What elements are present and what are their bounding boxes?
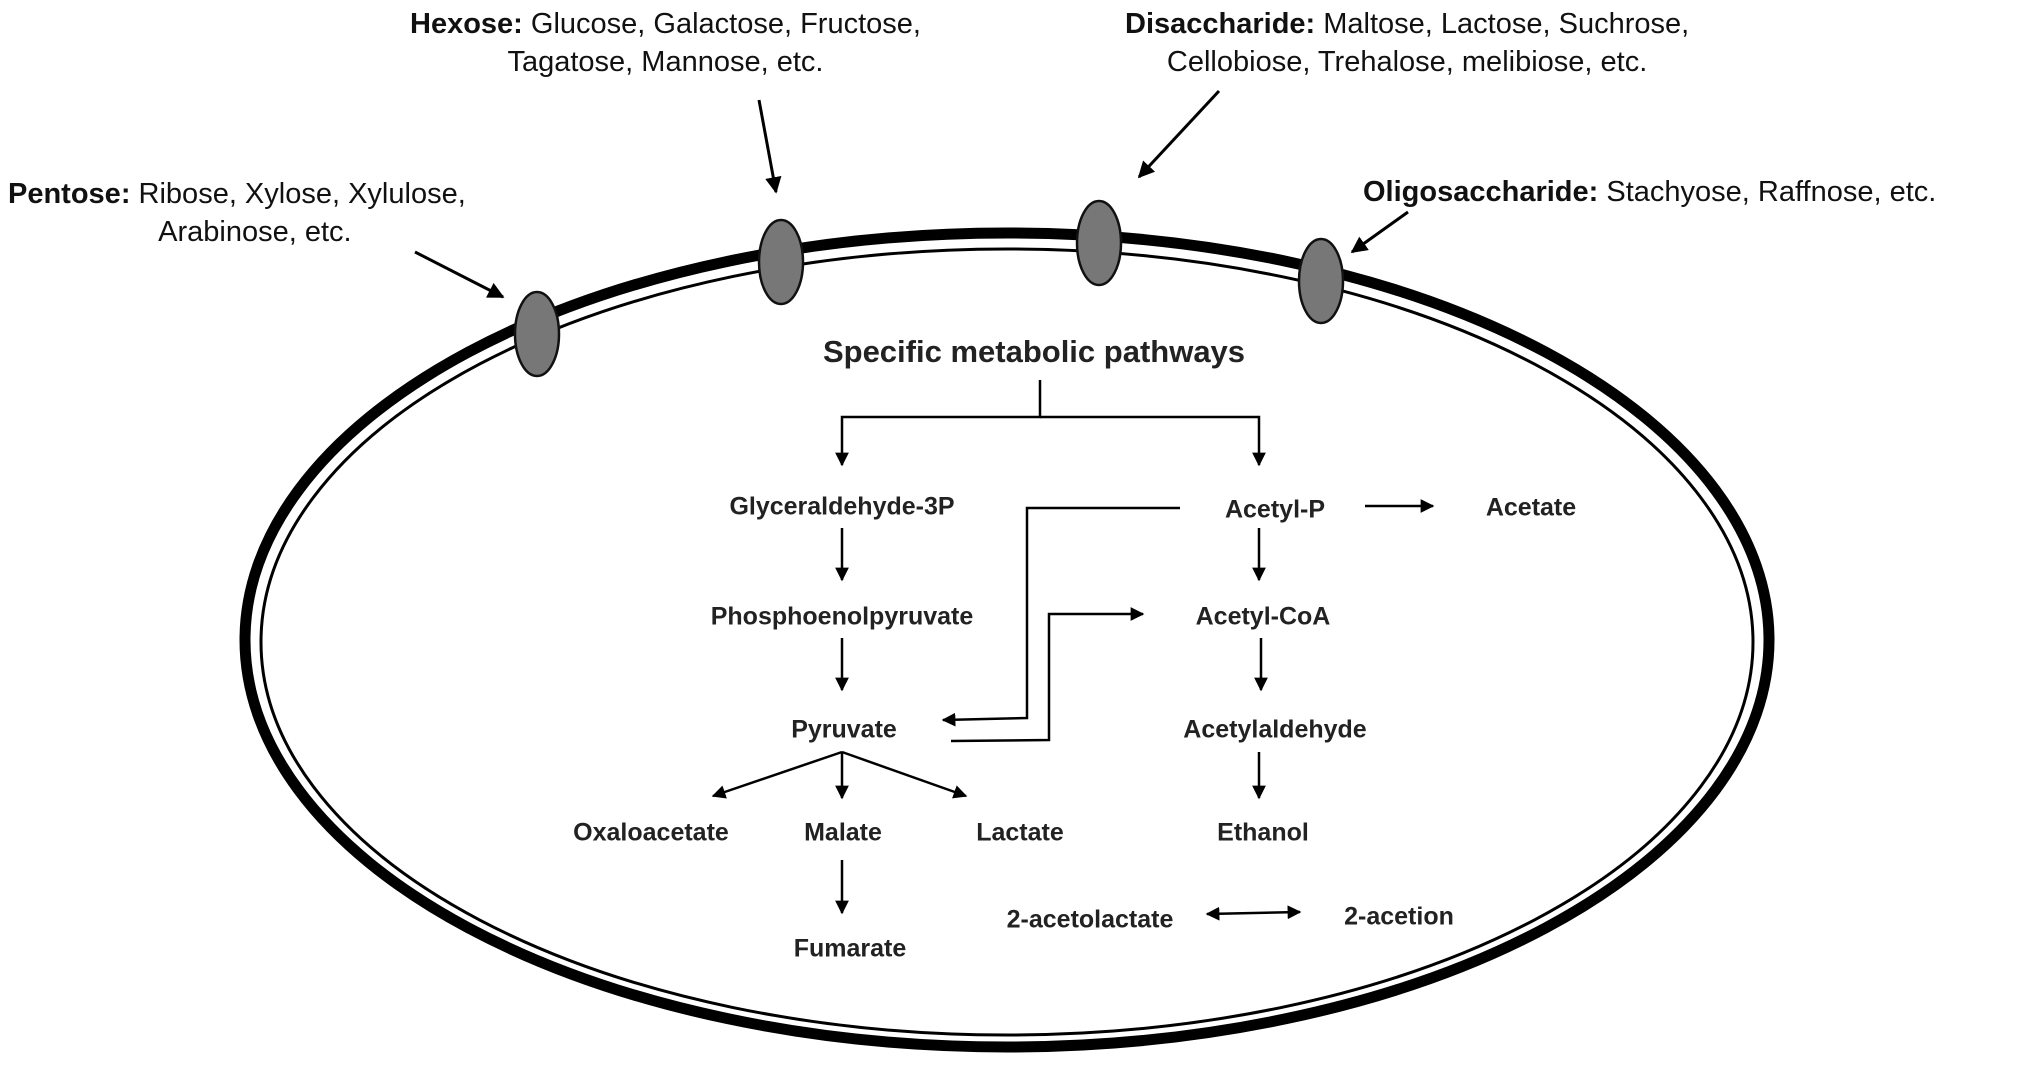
- membrane-inner: [259, 247, 1755, 1037]
- label-oligosaccharide: Oligosaccharide: Stachyose, Raffnose, et…: [1363, 173, 1936, 211]
- node-pyruvate: Pyruvate: [791, 715, 897, 744]
- pentose-line2: Arabinose, etc.: [158, 216, 352, 248]
- membrane-outer: [239, 227, 1775, 1053]
- arrow-oligosaccharide-uptake: [1350, 210, 1409, 254]
- node-acetyl-p: Acetyl-P: [1224, 495, 1326, 524]
- transporter-oligosaccharide: [1297, 237, 1345, 325]
- node-2-acetolactate: 2-acetolactate: [1006, 905, 1174, 934]
- transporter-hexose: [757, 218, 805, 306]
- label-disaccharide: Disaccharide: Maltose, Lactose, Suchrose…: [1125, 5, 1689, 81]
- arrow-pyruvate-lactate: [841, 750, 968, 799]
- disaccharide-name: Disaccharide:: [1125, 8, 1316, 40]
- node-acetylaldehyde: Acetylaldehyde: [1183, 715, 1367, 744]
- label-hexose: Hexose: Glucose, Galactose, Fructose, Ta…: [410, 5, 921, 81]
- disaccharide-line1: Maltose, Lactose, Suchrose,: [1323, 8, 1690, 40]
- arrow-pyruvate-acetylcoa: [950, 607, 1145, 743]
- arrow-pyruvate-oxaloacetate: [711, 750, 843, 799]
- node-fumarate: Fumarate: [793, 934, 907, 963]
- node-2-acetion: 2-acetion: [1344, 902, 1454, 931]
- hexose-line2: Tagatose, Mannose, etc.: [507, 46, 824, 78]
- label-pentose: Pentose: Ribose, Xylose, Xylulose, Arabi…: [8, 175, 466, 251]
- arrow-hexose-uptake: [757, 99, 782, 194]
- hexose-line1: Glucose, Galactose, Fructose,: [530, 8, 921, 40]
- node-phosphoenolpyruvate: Phosphoenolpyruvate: [710, 602, 974, 631]
- arrow-split-left: [835, 380, 1042, 467]
- disaccharide-line2: Cellobiose, Trehalose, melibiose, etc.: [1166, 46, 1648, 78]
- node-glyceraldehyde-3p: Glyceraldehyde-3P: [729, 492, 955, 521]
- node-acetyl-coa: Acetyl-CoA: [1195, 602, 1331, 631]
- node-malate: Malate: [804, 818, 882, 847]
- oligosaccharide-line1: Stachyose, Raffnose, etc.: [1606, 176, 1937, 208]
- node-acetate: Acetate: [1485, 493, 1577, 522]
- transporter-pentose: [513, 290, 561, 378]
- arrow-disaccharide-uptake: [1137, 89, 1221, 179]
- node-ethanol: Ethanol: [1217, 818, 1309, 847]
- uptake-arrows: [414, 89, 1409, 299]
- pathway-arrows: [711, 380, 1435, 921]
- arrow-acetylp-pyruvate: [941, 506, 1180, 727]
- oligosaccharide-name: Oligosaccharide:: [1363, 176, 1599, 208]
- pathway-title: Specific metabolic pathways: [822, 334, 1246, 369]
- pentose-line1: Ribose, Xylose, Xylulose,: [138, 178, 466, 210]
- node-oxaloacetate: Oxaloacetate: [573, 818, 729, 847]
- hexose-name: Hexose:: [410, 8, 523, 40]
- transporter-disaccharide: [1075, 199, 1123, 287]
- arrow-acetolactate-acetion: [1205, 905, 1302, 921]
- arrow-pentose-uptake: [414, 250, 505, 299]
- cell-membrane: [239, 227, 1775, 1053]
- transporters: [513, 199, 1345, 378]
- pentose-name: Pentose:: [8, 178, 131, 210]
- arrow-split-right: [1040, 415, 1266, 467]
- node-lactate: Lactate: [976, 818, 1064, 847]
